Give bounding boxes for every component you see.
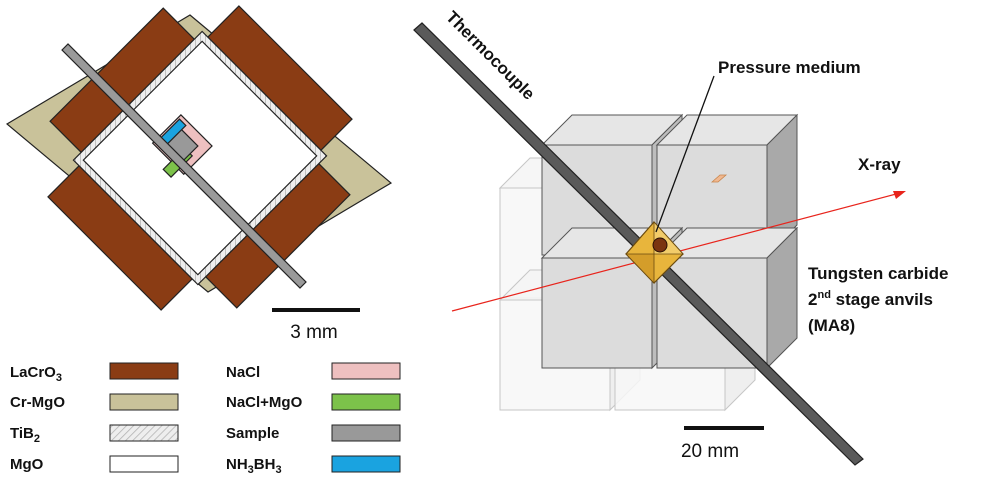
- legend-label-lacro3: LaCrO3: [10, 364, 62, 384]
- legend-label-tib2: TiB2: [10, 425, 40, 445]
- left-thermocouple: [61, 43, 307, 289]
- legend-swatch-crmgo: [109, 393, 179, 411]
- capsule-sample: [652, 237, 668, 253]
- pressure-medium-leader: [655, 75, 715, 233]
- legend-label-nacl: NaCl: [226, 364, 260, 381]
- legend-label-nh3bh3: NH3BH3: [226, 456, 282, 476]
- legend-label-mgo: MgO: [10, 456, 44, 473]
- legend-label-sample: Sample: [226, 425, 279, 442]
- left-scale-label: 3 mm: [290, 322, 338, 343]
- legend-swatch-lacro3: [109, 362, 179, 380]
- anvils-label-line2: 2nd stage anvils: [808, 289, 933, 309]
- legend-label-crmgo: Cr-MgO: [10, 394, 65, 411]
- legend-swatch-nh3bh3: [331, 455, 401, 473]
- legend-swatch-sample: [331, 424, 401, 442]
- legend: LaCrO3 Cr-MgO TiB2 MgO NaCl NaCl+MgO Sam…: [10, 362, 401, 476]
- legend-swatch-tib2: [109, 424, 179, 442]
- legend-swatch-naclmgo: [331, 393, 401, 411]
- pressure-medium-capsule: [625, 220, 684, 284]
- pressure-medium-label: Pressure medium: [718, 58, 861, 77]
- legend-swatch-nacl: [331, 362, 401, 380]
- anvils-label-line1: Tungsten carbide: [808, 264, 948, 283]
- anvil-assembly-diagram: Thermocouple Pressure medium X-ray Tungs…: [413, 7, 948, 466]
- heater-assembly: [47, 5, 353, 311]
- legend-swatch-mgo: [109, 455, 179, 473]
- right-scale-label: 20 mm: [681, 441, 739, 462]
- cell-assembly-diagram: 3 mm: [5, 5, 393, 343]
- anvils-label-line3: (MA8): [808, 316, 855, 335]
- anvil-marker: [710, 174, 728, 183]
- xray-arrowhead: [893, 191, 906, 199]
- legend-label-naclmgo: NaCl+MgO: [226, 394, 303, 411]
- thermocouple-label: Thermocouple: [442, 7, 538, 103]
- xray-label: X-ray: [858, 155, 901, 174]
